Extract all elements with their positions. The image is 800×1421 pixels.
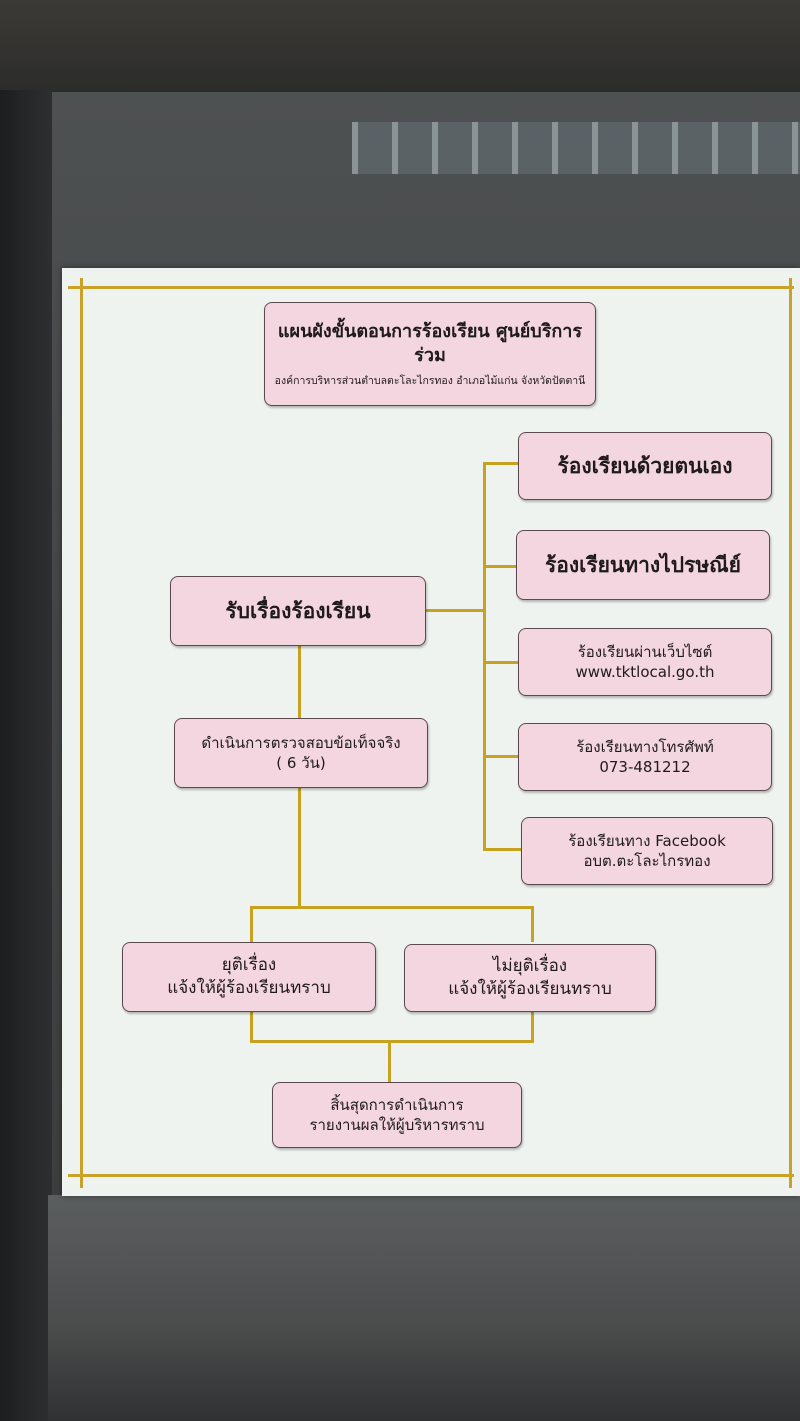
channel-post-text: ร้องเรียนทางไปรษณีย์ xyxy=(545,552,741,577)
investigate-box: ดำเนินการตรวจสอบข้อเท็จจริง ( 6 วัน) xyxy=(174,718,428,788)
connector-split-left xyxy=(250,906,253,942)
title-box: แผนผังขั้นตอนการร้องเรียน ศูนย์บริการร่ว… xyxy=(264,302,596,406)
title-sub-text: องค์การบริหารส่วนตำบลตะโละไกรทอง อำเภอไม… xyxy=(274,375,586,388)
frame-top xyxy=(68,286,794,289)
ceiling-light-reflection xyxy=(352,122,800,174)
flowchart-board: แผนผังขั้นตอนการร้องเรียน ศูนย์บริการร่ว… xyxy=(62,268,800,1196)
connector-channel-1 xyxy=(483,462,519,465)
connector-channel-5 xyxy=(483,848,521,851)
connector-merge-to-end xyxy=(388,1040,391,1084)
title-main-text: แผนผังขั้นตอนการร้องเรียน ศูนย์บริการร่ว… xyxy=(277,320,583,366)
channel-post-box: ร้องเรียนทางไปรษณีย์ xyxy=(516,530,770,600)
receive-complaint-text: รับเรื่องร้องเรียน xyxy=(225,598,371,623)
frame-bottom xyxy=(68,1174,794,1177)
frame-left xyxy=(80,278,83,1188)
connector-split-right xyxy=(531,906,534,942)
connector-merge-right xyxy=(531,1012,534,1042)
channel-in-person-box: ร้องเรียนด้วยตนเอง xyxy=(518,432,772,500)
connector-merge-horizontal xyxy=(250,1040,534,1043)
floor-reflection xyxy=(48,1195,800,1421)
connector-investigate-down xyxy=(298,786,301,908)
channel-facebook-label: ร้องเรียนทาง Facebook xyxy=(568,831,726,850)
connector-channel-2 xyxy=(483,565,516,568)
left-wall-post xyxy=(0,90,52,1421)
end-box: สิ้นสุดการดำเนินการ รายงานผลให้ผู้บริหาร… xyxy=(272,1082,522,1148)
unresolved-line2: แจ้งให้ผู้ร้องเรียนทราบ xyxy=(448,979,612,999)
channel-website-box: ร้องเรียนผ่านเว็บไซต์ www.tktlocal.go.th xyxy=(518,628,772,696)
resolved-box: ยุติเรื่อง แจ้งให้ผู้ร้องเรียนทราบ xyxy=(122,942,376,1012)
channel-in-person-text: ร้องเรียนด้วยตนเอง xyxy=(557,453,733,478)
channel-facebook-name: อบต.ตะโละไกรทอง xyxy=(583,852,711,870)
end-line1: สิ้นสุดการดำเนินการ xyxy=(330,1095,464,1114)
channel-website-label: ร้องเรียนผ่านเว็บไซต์ xyxy=(577,642,713,661)
receive-complaint-box: รับเรื่องร้องเรียน xyxy=(170,576,426,646)
channel-facebook-box: ร้องเรียนทาง Facebook อบต.ตะโละไกรทอง xyxy=(521,817,773,885)
connector-channel-3 xyxy=(483,661,518,664)
unresolved-box: ไม่ยุติเรื่อง แจ้งให้ผู้ร้องเรียนทราบ xyxy=(404,944,656,1012)
connector-channel-4 xyxy=(483,755,518,758)
connector-receive-to-channels xyxy=(422,609,484,612)
connector-channels-trunk xyxy=(483,462,486,850)
investigate-line1: ดำเนินการตรวจสอบข้อเท็จจริง xyxy=(201,733,401,752)
wall-top xyxy=(0,0,800,90)
channel-phone-label: ร้องเรียนทางโทรศัพท์ xyxy=(576,737,714,756)
investigate-line2: ( 6 วัน) xyxy=(276,754,326,772)
connector-receive-to-investigate xyxy=(298,646,301,720)
connector-merge-left xyxy=(250,1012,253,1042)
frame-right xyxy=(789,278,792,1188)
channel-phone-number: 073-481212 xyxy=(599,758,691,776)
resolved-line1: ยุติเรื่อง xyxy=(221,955,277,976)
end-line2: รายงานผลให้ผู้บริหารทราบ xyxy=(309,1116,485,1134)
resolved-line2: แจ้งให้ผู้ร้องเรียนทราบ xyxy=(167,978,331,998)
connector-split-horizontal xyxy=(250,906,534,909)
channel-phone-box: ร้องเรียนทางโทรศัพท์ 073-481212 xyxy=(518,723,772,791)
channel-website-url: www.tktlocal.go.th xyxy=(575,663,715,681)
unresolved-line1: ไม่ยุติเรื่อง xyxy=(492,956,568,977)
